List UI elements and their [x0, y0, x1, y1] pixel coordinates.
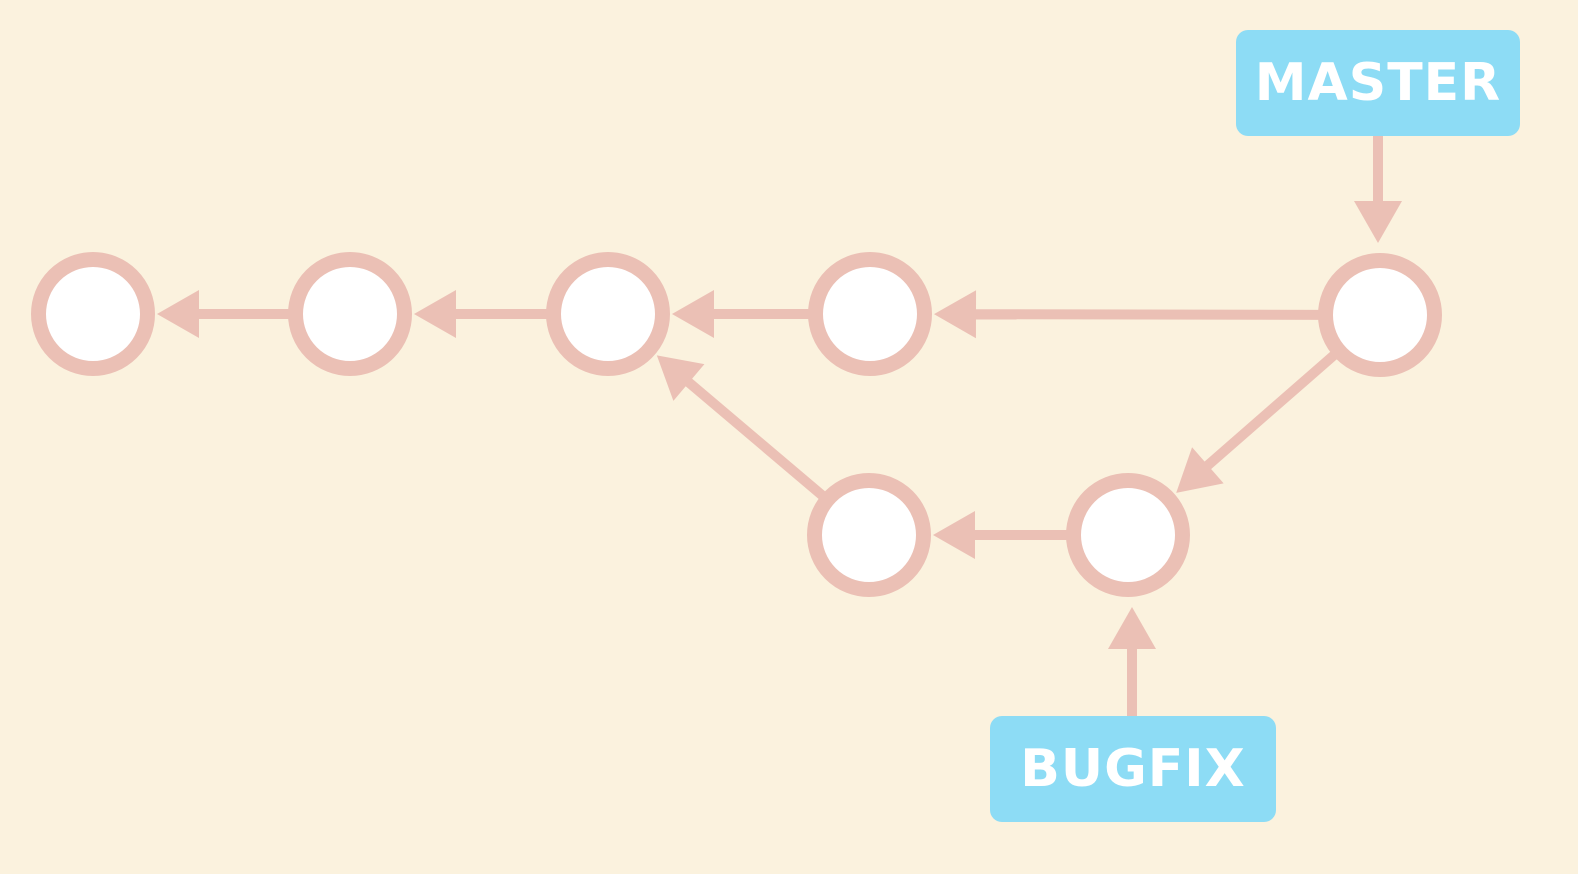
edge-c5-to-b2-arrowhead — [1176, 447, 1224, 493]
edge-b1-to-c3-arrowhead — [656, 355, 705, 401]
edge-c3-to-c2-arrowhead — [414, 290, 456, 338]
commit-node-b2[interactable] — [1066, 473, 1190, 597]
master-pointer-arrow-arrowhead — [1354, 201, 1402, 243]
edge-c5-to-c4-arrowhead — [933, 290, 977, 339]
edge-b1-to-c3-shaft — [684, 377, 828, 502]
bugfix-pointer-arrow-arrowhead — [1108, 607, 1156, 649]
edge-b2-to-b1 — [933, 511, 1070, 559]
commits-layer — [31, 252, 1442, 597]
edge-c5-to-c4 — [933, 290, 1323, 339]
bugfix-branch-label[interactable]: BUGFIX — [990, 716, 1276, 822]
commit-node-c3[interactable] — [546, 252, 670, 376]
edge-b1-to-c3 — [656, 355, 828, 502]
master-branch-label[interactable]: MASTER — [1236, 30, 1520, 136]
master-pointer-arrow — [1354, 136, 1402, 243]
edge-b2-to-b1-arrowhead — [933, 511, 975, 559]
edges-layer — [157, 290, 1340, 559]
commit-node-c2[interactable] — [288, 252, 412, 376]
bugfix-pointer-arrow — [1108, 607, 1156, 716]
edge-c5-to-b2 — [1176, 349, 1340, 493]
commit-node-c4[interactable] — [808, 252, 932, 376]
edge-c4-to-c3 — [672, 290, 812, 338]
commit-node-c5[interactable] — [1318, 253, 1442, 377]
commit-node-b1[interactable] — [807, 473, 931, 597]
edge-c5-to-c4-shaft — [973, 309, 1323, 320]
edge-c2-to-c1 — [157, 290, 292, 338]
edge-c2-to-c1-arrowhead — [157, 290, 199, 338]
edge-c3-to-c2 — [414, 290, 550, 338]
commit-node-c1[interactable] — [31, 252, 155, 376]
pointers-layer — [1108, 136, 1402, 716]
edge-c4-to-c3-arrowhead — [672, 290, 714, 338]
edge-c5-to-b2-shaft — [1203, 349, 1340, 471]
